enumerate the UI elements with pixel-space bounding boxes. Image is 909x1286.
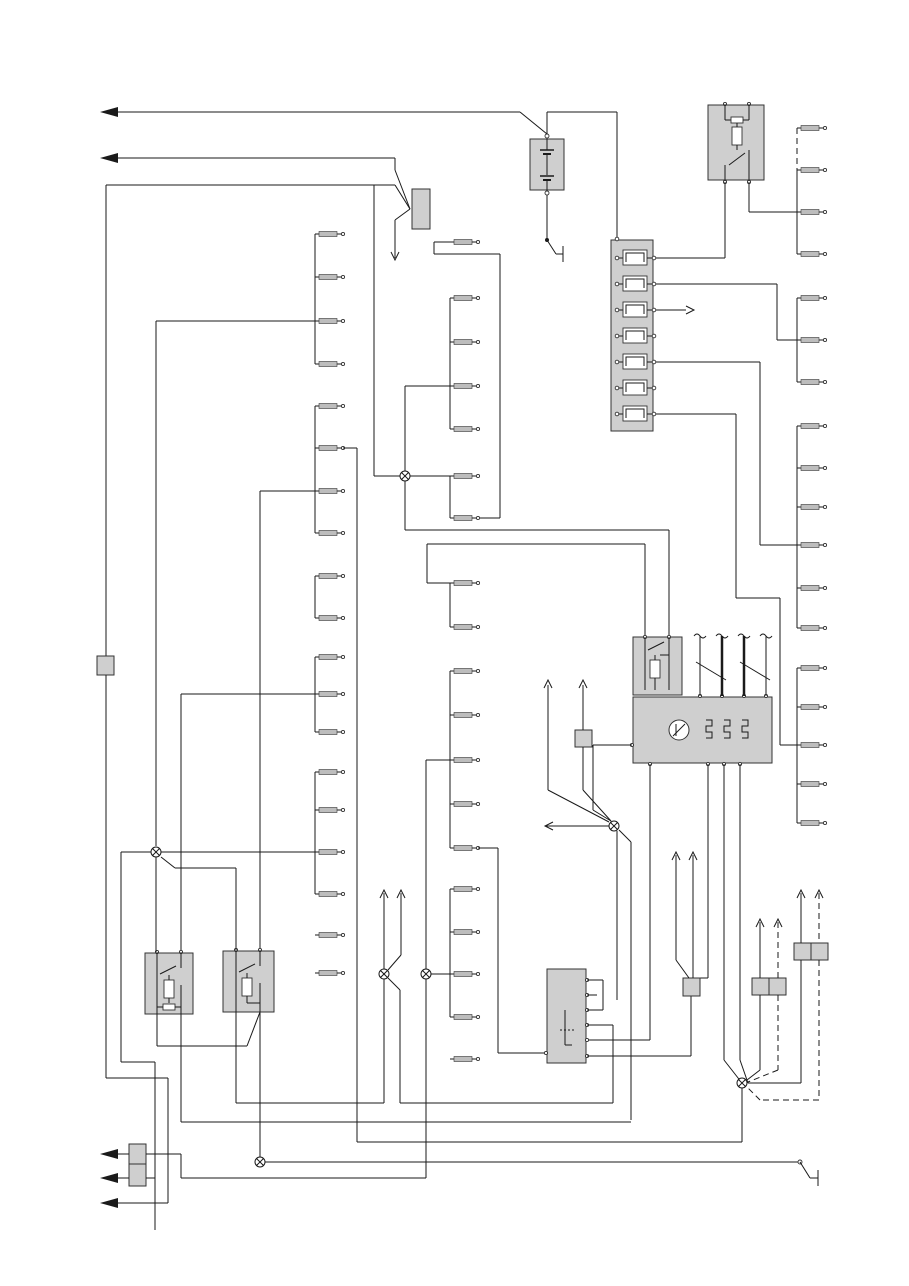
- sensor-box-bottom: [682, 977, 701, 997]
- ecu-module: [543, 968, 590, 1064]
- connector-stack: [128, 1143, 147, 1187]
- fuse-group-h: [449, 473, 481, 521]
- relay-left-1: [144, 949, 194, 1015]
- connector-pair-b: [793, 942, 829, 961]
- fuse-slot: [614, 301, 657, 318]
- sensor-leads: [693, 633, 773, 696]
- connector-pair-a: [751, 977, 787, 996]
- fuse-group-right-2: [796, 295, 828, 385]
- battery: [529, 133, 565, 196]
- output-arrows-top: [100, 107, 520, 163]
- fuse-group-c: [314, 573, 346, 621]
- fuse-group-right-1: [796, 125, 828, 257]
- fuse-slot: [614, 275, 657, 292]
- fuse-slot: [614, 353, 657, 370]
- fuse-group-d: [314, 654, 346, 735]
- fuse-slot: [614, 249, 657, 266]
- fuse-group-b: [314, 403, 346, 536]
- sensor-box: [411, 188, 431, 230]
- relay-left-2: [222, 947, 275, 1013]
- fuse-box-slots: [614, 249, 657, 422]
- control-module: [629, 693, 773, 767]
- fuse-group-f: [314, 932, 346, 976]
- fuse-group-g: [449, 295, 481, 432]
- fuse-group-k: [449, 886, 481, 1020]
- relay-top-right: [707, 101, 765, 185]
- fuse-slot: [614, 327, 657, 344]
- fuse-group-right-3: [796, 423, 828, 631]
- fuse-group-j: [449, 668, 481, 851]
- module-relay: [632, 634, 683, 696]
- fuse-slot: [614, 405, 657, 422]
- fuse-group-right-4: [796, 665, 828, 826]
- fuse-group-e: [314, 769, 346, 897]
- fuse-group-i: [449, 580, 481, 630]
- fuse-group-a: [314, 231, 346, 367]
- fuse-slot: [614, 379, 657, 396]
